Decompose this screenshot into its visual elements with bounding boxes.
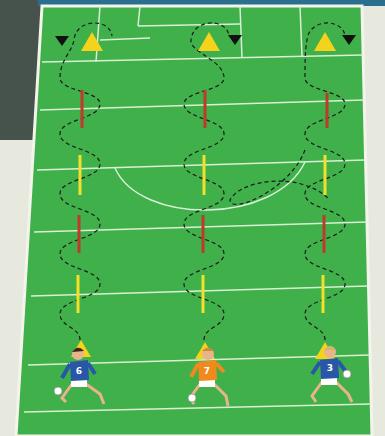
weave-paths: [60, 23, 345, 340]
pitch-lines: [24, 6, 371, 412]
player-3: [312, 346, 352, 402]
players: [54, 346, 352, 406]
pitch: [16, 6, 372, 436]
player-6: [54, 348, 104, 404]
weave-path: [60, 23, 112, 340]
arrowheads: [55, 35, 356, 46]
cones: [71, 32, 336, 359]
player-7: [188, 348, 228, 407]
weave-loop: [230, 150, 330, 204]
weave-path: [305, 23, 345, 340]
jersey-number: 6: [76, 366, 82, 376]
poles: [78, 90, 327, 313]
weave-path: [184, 23, 229, 340]
jersey-number: 7: [204, 366, 210, 376]
jersey-number: 3: [327, 363, 333, 373]
